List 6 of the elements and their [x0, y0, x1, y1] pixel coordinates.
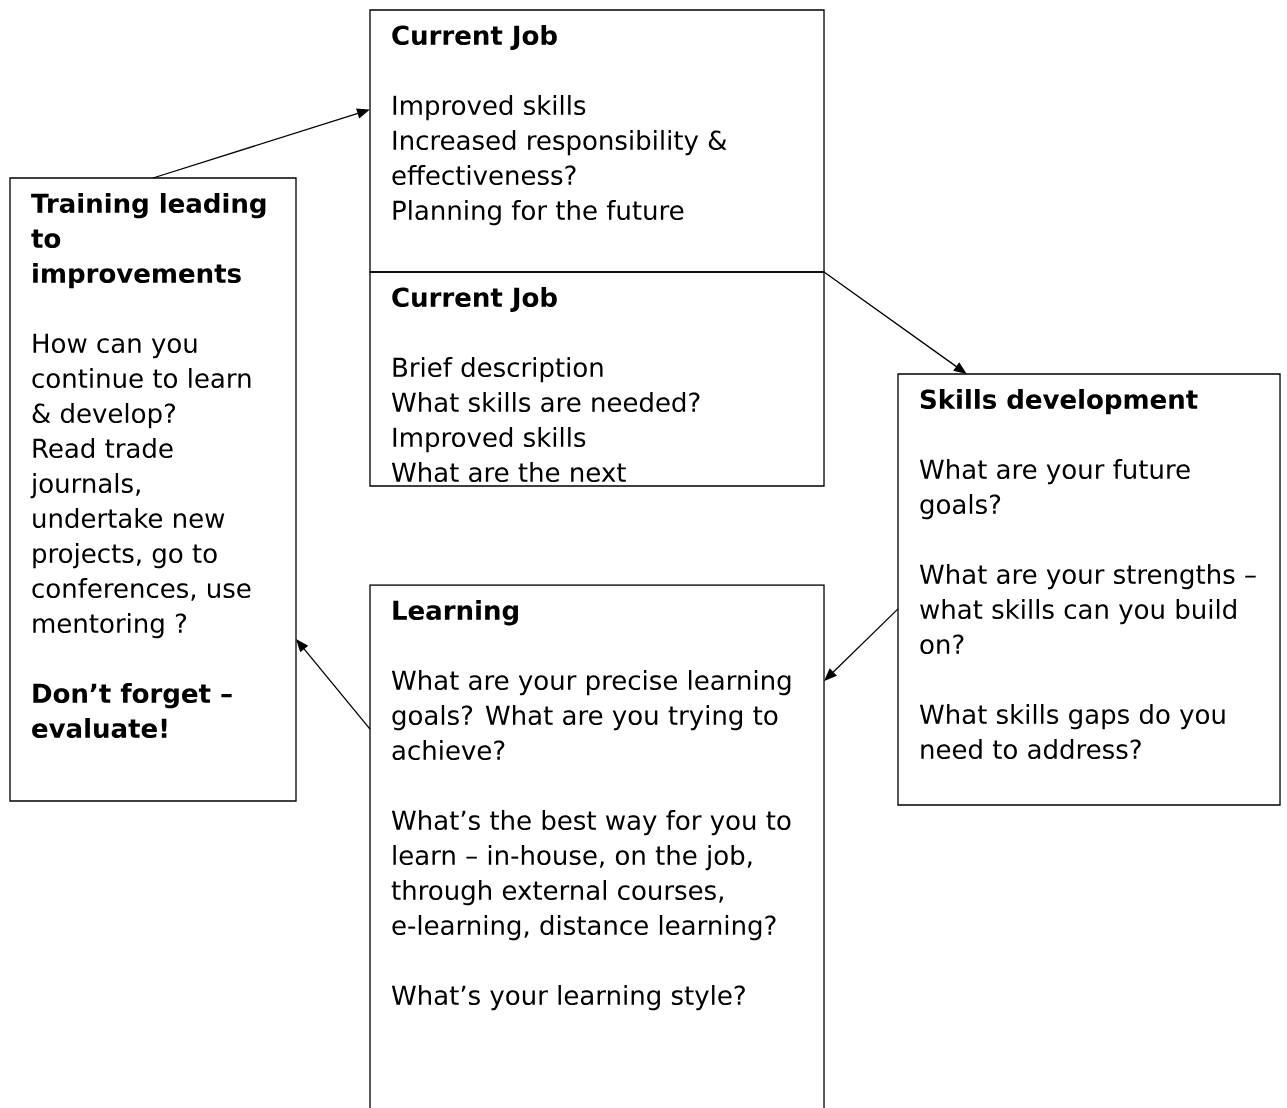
text-box: Learning What are your precise learning goals? What are you trying to achieve? What’s the best way for you to learn – in-house, on the job, through external courses, e-learning, distance learning? What’s your learning style?	[369, 584, 825, 1108]
text-box: Skills development What are your future goals? What are your strengths – what skills can you build on? What skills gaps do you need to address?	[897, 373, 1281, 806]
text-box: Current Job Improved skills Increased responsibility & effectiveness? Planning for the future	[369, 9, 825, 273]
arrow	[296, 639, 371, 730]
text-box: Current Job Brief description What skills are needed? Improved skills What are the next	[369, 271, 825, 487]
text-box: Training leading to improvements How can you continue to learn & develop? Read trade journals, undertake new projects, go to conferences, use mentoring ? Don’t forget – evaluate!	[9, 177, 297, 802]
